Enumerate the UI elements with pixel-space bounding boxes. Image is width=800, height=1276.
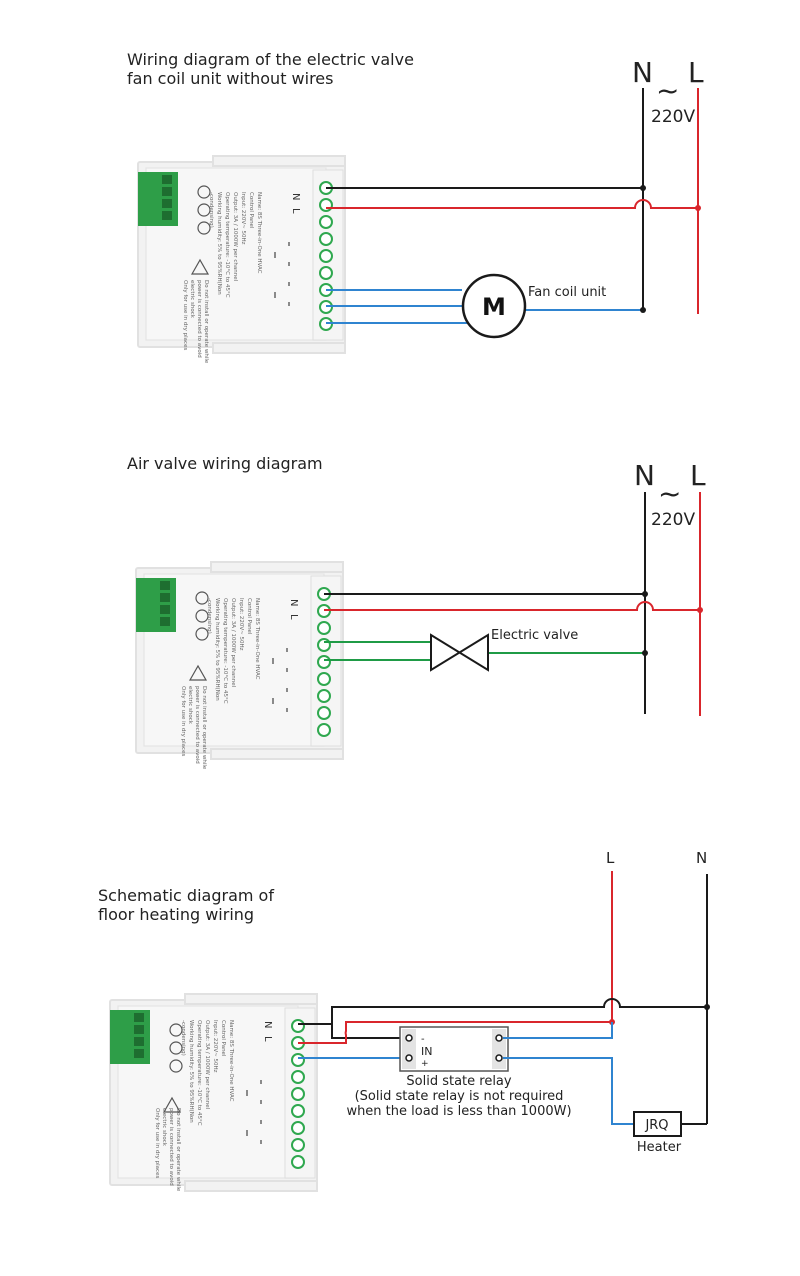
spec-line: -condensing): [208, 192, 214, 228]
spec-line: Name: 8S Three-in-One HVAC: [256, 192, 262, 274]
heater-label: Heater: [637, 1140, 682, 1155]
panel-fan-coil: Wiring diagram of the electric valve fan…: [127, 50, 704, 364]
heater-symbol: [633, 1111, 682, 1137]
device-labels: N L Name: 8S Three-in-One HVAC Control P…: [182, 192, 301, 364]
spec-line: Name: 8S Three-in-One HVAC: [228, 1020, 234, 1102]
device-labels: N L Name: 8S Three-in-One HVAC Control P…: [154, 1020, 273, 1192]
junction-dot: [697, 607, 703, 613]
spec-line: -condensing): [206, 598, 212, 634]
warn-line: Do not install or operate while: [201, 686, 207, 770]
spec-line: Working humidity: 5% to 95%RH(Non: [214, 598, 220, 701]
spec-line: Output: 3A / 1000W per channel: [204, 1020, 210, 1110]
relay-in-label: IN: [421, 1045, 432, 1058]
junction-dot: [640, 307, 646, 313]
panel3-live-label: L: [606, 849, 615, 867]
relay-terminal: [405, 1034, 413, 1042]
relay-minus-wire: [331, 1024, 410, 1039]
valve-label: Electric valve: [491, 628, 578, 643]
spec-line: Input: 220V~ 50Hz: [240, 192, 246, 245]
warn-line: electric shock: [187, 686, 193, 725]
relay-caption-1: Solid state relay: [406, 1074, 512, 1089]
heater-feed-wire: [503, 1057, 634, 1125]
spec-line: Working humidity: 5% to 95%RH(Non: [188, 1020, 194, 1123]
pin-n-label: N: [290, 193, 301, 200]
panel1-live-label: L: [688, 56, 704, 89]
relay-terminal: [495, 1034, 503, 1042]
controller-device: [135, 561, 344, 760]
relay-live-out: [503, 1022, 613, 1039]
spec-line: Control Panel: [220, 1020, 226, 1057]
panel1-neutral-label: N: [632, 56, 653, 89]
live-wire: [326, 199, 698, 209]
spec-line: Output: 3A / 1000W per channel: [232, 192, 238, 282]
panel2-live-label: L: [690, 459, 706, 492]
junction-dot: [642, 650, 648, 656]
pin-l-label: L: [288, 614, 299, 620]
relay-minus-sign: -: [421, 1034, 425, 1045]
warn-line: power is connected to avoid: [196, 280, 202, 358]
panel1-voltage: 220V: [651, 107, 695, 127]
spec-line: Name: 8S Three-in-One HVAC: [254, 598, 260, 680]
pin-l-label: L: [290, 208, 301, 214]
pin-n-label: N: [288, 599, 299, 606]
motor-symbol: [461, 273, 527, 339]
relay-caption-2: (Solid state relay is not required: [355, 1089, 564, 1104]
panel-floor-heating: Schematic diagram of floor heating wirin…: [98, 849, 710, 1192]
spec-line: Output: 3A / 1000W per channel: [230, 598, 236, 688]
spec-line: Operating temperature: -10°C to 45°C: [196, 1020, 202, 1126]
panel2-neutral-label: N: [634, 459, 655, 492]
panel2-voltage: 220V: [651, 510, 695, 530]
warn-line: electric shock: [189, 280, 195, 319]
solid-state-relay: [399, 1026, 509, 1072]
warn-line: power is connected to avoid: [194, 686, 200, 764]
spec-line: Input: 220V~ 50Hz: [212, 1020, 218, 1073]
controller-device: [137, 155, 346, 354]
live-wire: [324, 601, 700, 611]
warn-line: Do not install or operate while: [175, 1108, 181, 1192]
spec-line: Operating temperature: -10°C to 45°C: [222, 598, 228, 704]
warn-line: electric shock: [161, 1108, 167, 1147]
warn-line: power is connected to avoid: [168, 1108, 174, 1186]
panel-air-valve: Air valve wiring diagram N ~ L 220V N L …: [127, 454, 706, 770]
heater-code: JRQ: [644, 1118, 668, 1133]
motor-letter: M: [482, 293, 506, 321]
warn-line: Only for use in dry places: [154, 1108, 160, 1178]
warn-line: Only for use in dry places: [182, 280, 188, 350]
relay-caption-3: when the load is less than 1000W): [346, 1104, 571, 1119]
warn-line: Only for use in dry places: [180, 686, 186, 756]
relay-terminal: [405, 1054, 413, 1062]
neutral-wire: [298, 998, 707, 1025]
panel2-tilde: ~: [658, 477, 681, 510]
spec-line: -condensing): [180, 1020, 186, 1056]
junction-dot: [640, 185, 646, 191]
relay-plus-sign: +: [421, 1059, 429, 1069]
spec-line: Input: 220V~ 50Hz: [238, 598, 244, 651]
panel1-title-line1: Wiring diagram of the electric valve: [127, 50, 414, 69]
panel1-tilde: ~: [656, 74, 679, 107]
spec-line: Control Panel: [246, 598, 252, 635]
warn-line: Do not install or operate while: [203, 280, 209, 364]
live-wire: [298, 1021, 612, 1044]
junction-dot: [704, 1004, 710, 1010]
valve-symbol: [430, 633, 489, 672]
spec-line: Control Panel: [248, 192, 254, 229]
panel1-title-line2: fan coil unit without wires: [127, 69, 333, 88]
panel3-title-line1: Schematic diagram of: [98, 886, 274, 905]
pin-n-label: N: [262, 1021, 273, 1028]
junction-dot: [695, 205, 701, 211]
panel3-neutral-label: N: [696, 849, 707, 867]
motor-label: Fan coil unit: [528, 285, 606, 300]
relay-terminal: [495, 1054, 503, 1062]
pin-l-label: L: [262, 1036, 273, 1042]
junction-dot: [642, 591, 648, 597]
spec-line: Working humidity: 5% to 95%RH(Non: [216, 192, 222, 295]
spec-line: Operating temperature: -10°C to 45°C: [224, 192, 230, 298]
panel2-title: Air valve wiring diagram: [127, 454, 323, 473]
panel3-title-line2: floor heating wiring: [98, 905, 254, 924]
device-labels: N L Name: 8S Three-in-One HVAC Control P…: [180, 598, 299, 770]
